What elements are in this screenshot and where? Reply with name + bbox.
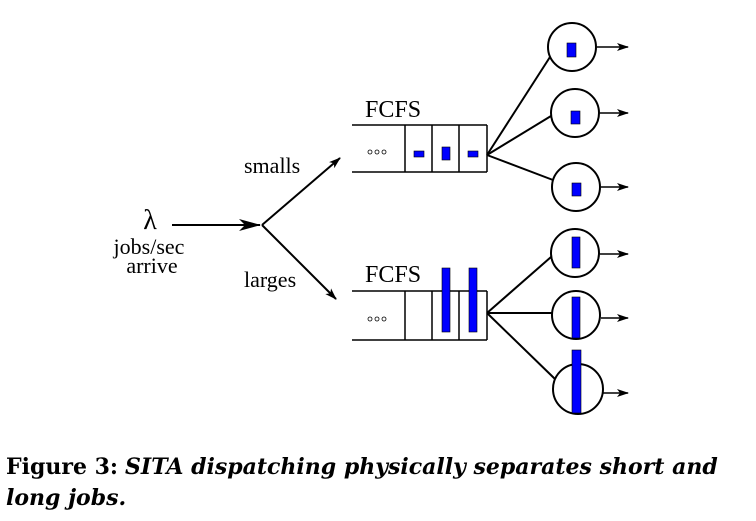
smalls-servers xyxy=(486,22,629,212)
dispatch-line xyxy=(486,56,551,156)
server-job xyxy=(571,236,581,269)
smalls-queue: FCFS xyxy=(352,97,488,173)
server-job xyxy=(571,296,581,339)
server xyxy=(547,22,629,72)
arrival-rate-label: jobs/sec xyxy=(113,234,185,259)
server xyxy=(550,88,629,138)
dispatch-line xyxy=(486,312,556,380)
server-job xyxy=(571,349,582,414)
queue-ellipsis xyxy=(367,149,387,155)
server xyxy=(550,228,629,278)
queued-large-job xyxy=(468,267,478,333)
dispatch-line xyxy=(486,115,552,156)
dispatch-line xyxy=(486,256,552,314)
figure-label: Figure 3: xyxy=(6,454,119,480)
server-job xyxy=(570,110,581,125)
queued-small-job xyxy=(413,150,425,158)
larges-label: larges xyxy=(244,267,296,292)
arrival-label: arrive xyxy=(126,253,177,278)
dispatch-line xyxy=(486,154,554,181)
smalls-label: smalls xyxy=(244,153,300,178)
queued-small-job xyxy=(467,150,479,158)
queued-small-job xyxy=(441,146,451,161)
larges-servers xyxy=(486,228,629,415)
server-job xyxy=(571,182,582,197)
figure-caption: Figure 3: SITA dispatching physically se… xyxy=(6,452,751,514)
larges-queue: FCFS xyxy=(352,262,488,341)
server xyxy=(551,290,629,340)
queued-large-job xyxy=(441,267,451,333)
sita-diagram: λ jobs/sec arrive smalls larges FCFS xyxy=(113,22,629,415)
server xyxy=(551,162,629,212)
smalls-arrow xyxy=(261,157,341,226)
larges-queue-label: FCFS xyxy=(365,262,421,288)
server xyxy=(552,349,629,415)
caption-text: SITA dispatching physically separates sh… xyxy=(6,454,718,511)
lambda-symbol: λ xyxy=(143,205,157,236)
larges-arrow xyxy=(261,224,337,300)
queue-ellipsis xyxy=(367,316,387,322)
smalls-queue-label: FCFS xyxy=(365,97,421,123)
server-job xyxy=(566,42,577,58)
